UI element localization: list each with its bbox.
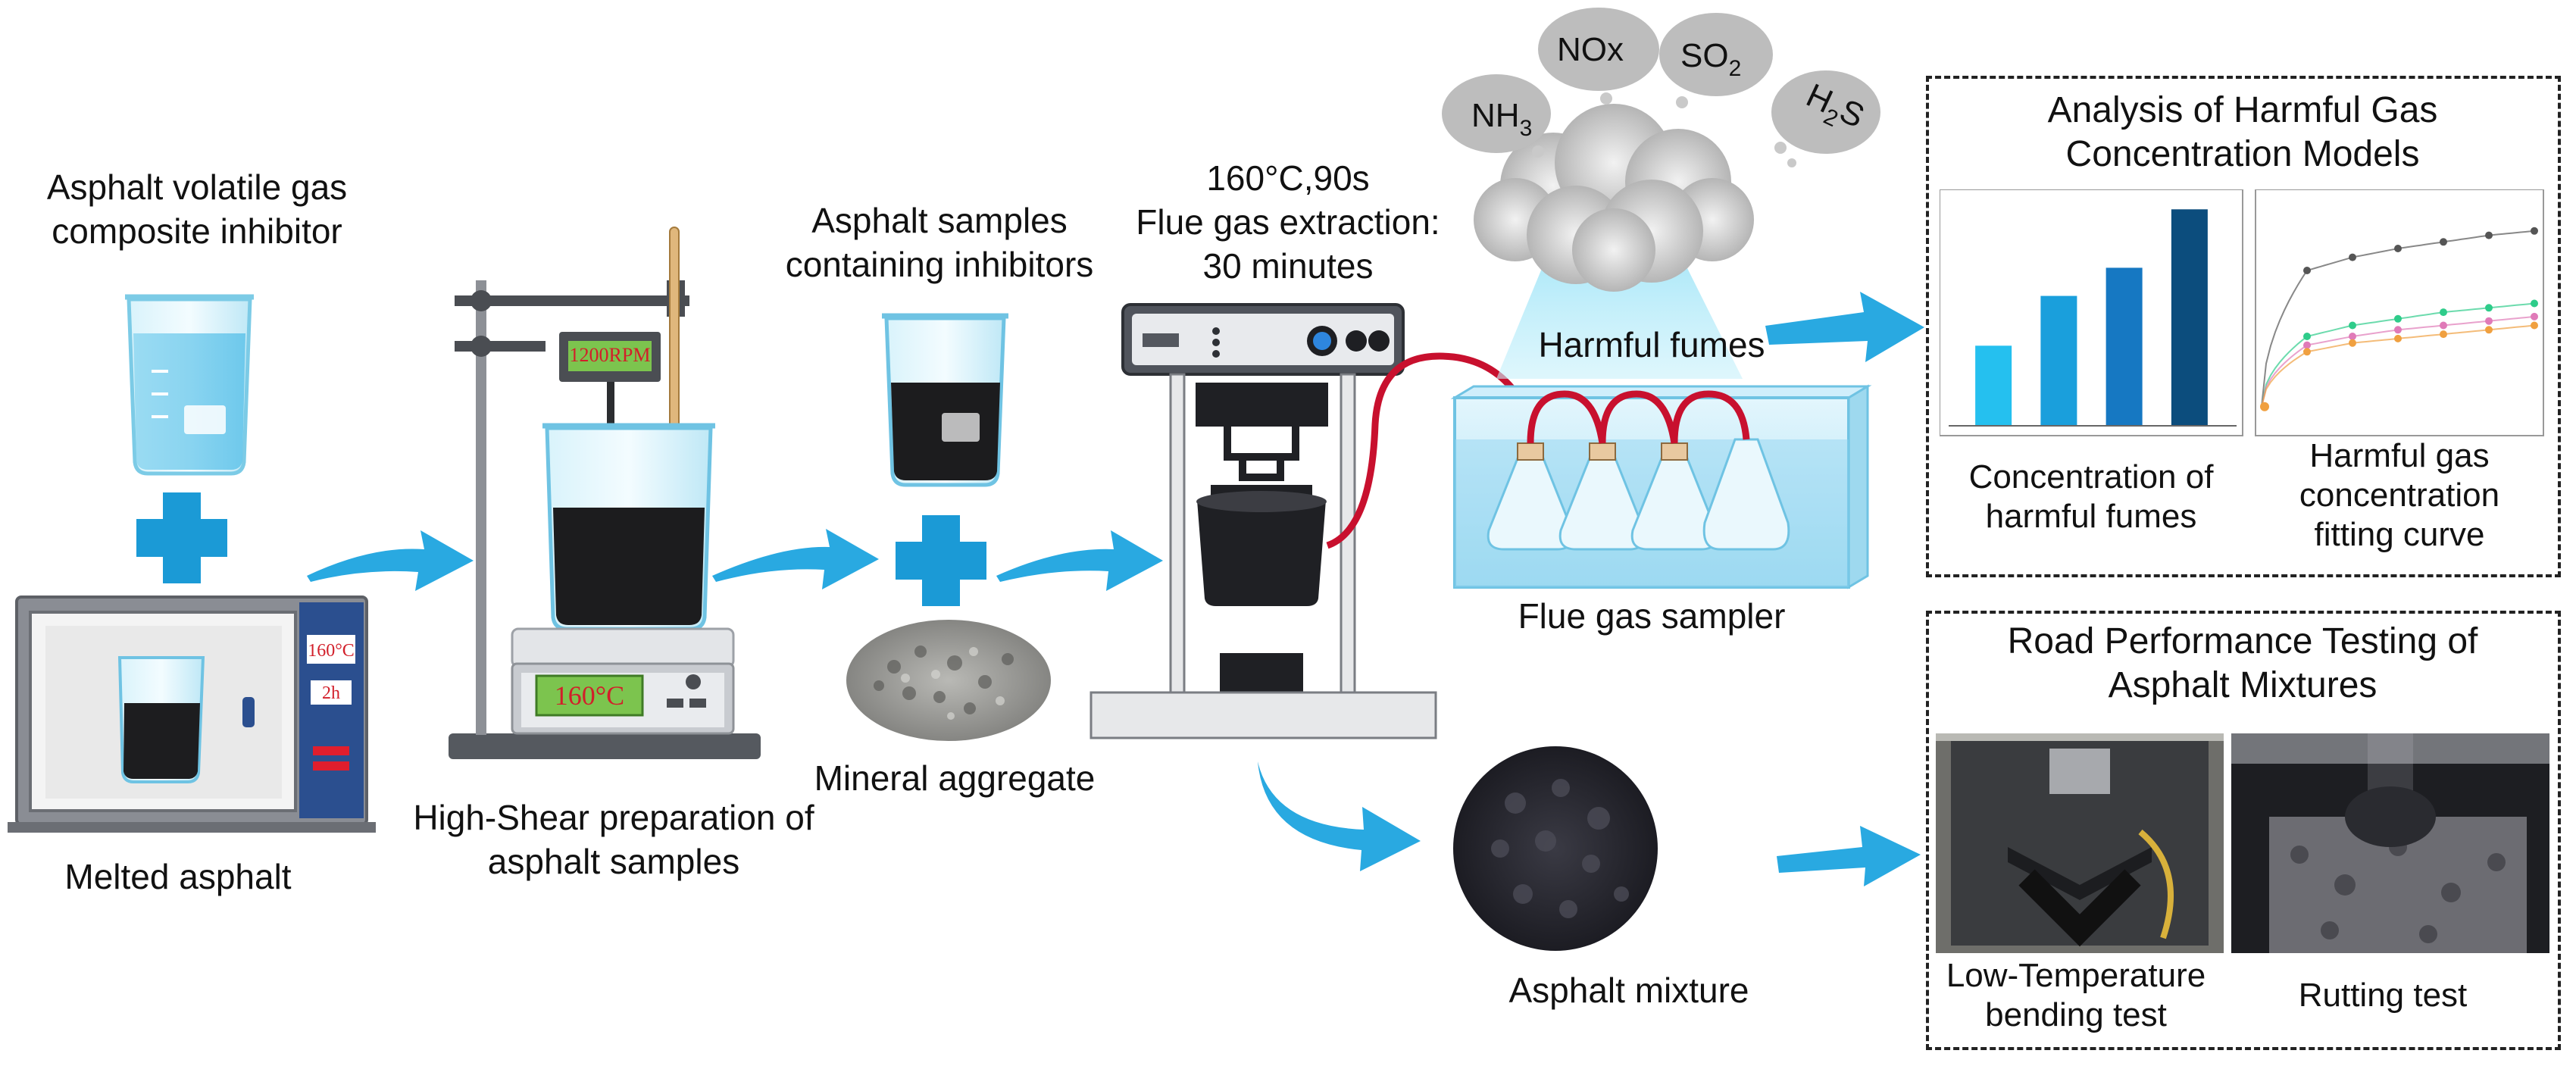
data-point [2394, 314, 2402, 323]
gas-nox: NOx [1557, 31, 1624, 68]
data-point [2394, 326, 2402, 334]
data-point [2303, 341, 2311, 349]
data-point [2349, 253, 2356, 261]
data-point [2485, 304, 2493, 312]
data-point [2531, 321, 2538, 330]
data-point [2349, 333, 2356, 340]
fitting-curve-panel [2255, 189, 2544, 436]
data-point [2440, 308, 2447, 317]
bar-1 [1975, 345, 2012, 426]
data-point [2303, 267, 2311, 274]
data-point [2394, 334, 2402, 342]
data-point [2349, 321, 2356, 330]
arrow-icon [712, 529, 879, 589]
data-point [2531, 299, 2538, 308]
analysis-box [1926, 76, 2561, 577]
oven-temp: 160°C [308, 641, 355, 661]
plus-icon [136, 492, 227, 583]
test-photos [1936, 733, 2549, 953]
data-point [2485, 231, 2493, 239]
data-point [2531, 312, 2538, 320]
arrow-icon [1765, 292, 1924, 362]
hotplate-temp: 160°C [555, 680, 624, 711]
flue-gas-sampler-icon [1450, 384, 1872, 589]
data-point [2485, 317, 2493, 325]
harmful-fumes-label: Harmful fumes [1538, 325, 1765, 364]
arrow-icon [1258, 761, 1421, 871]
analysis-charts [1940, 189, 2544, 436]
gas-bubbles [1442, 8, 1880, 167]
flue-gas-extractor-icon [1089, 303, 1437, 739]
bar-4 [2171, 209, 2208, 426]
data-point [2349, 339, 2356, 347]
flue-gas-sampler-label: Flue gas sampler [1518, 596, 1786, 636]
bar-chart-panel [1940, 189, 2243, 436]
melted-asphalt-label: Melted asphalt [64, 857, 292, 896]
aggregate-label: Mineral aggregate [814, 758, 1096, 798]
rutting-test-photo [2231, 733, 2549, 953]
gas-nh3: NH3 [1471, 97, 1532, 141]
data-point [2485, 326, 2493, 334]
arrow-icon [1777, 826, 1921, 886]
road-performance-box [1926, 611, 2561, 1050]
origin-point [2260, 402, 2269, 411]
oven-icon [8, 596, 376, 833]
data-point [2394, 245, 2402, 252]
data-point [2531, 227, 2538, 235]
harmful-fumes-cloud-icon [1474, 104, 1754, 379]
inhibitor-beaker-icon [125, 294, 254, 476]
data-point [2440, 330, 2447, 339]
oven-time: 2h [322, 683, 340, 703]
gas-so2: SO2 [1680, 37, 1741, 81]
data-point [2303, 333, 2311, 340]
mineral-aggregate-icon [846, 620, 1051, 741]
bar-2 [2040, 295, 2077, 426]
arrow-icon [996, 530, 1163, 591]
bending-test-photo [1936, 733, 2224, 953]
high-shear-mixer-icon [449, 227, 761, 759]
sample-beaker-icon [882, 313, 1008, 487]
arrow-icon [307, 530, 474, 591]
flow-arrows [307, 292, 1924, 886]
plus-icon [896, 515, 986, 606]
data-point [2303, 348, 2311, 356]
rutting-test-caption: Rutting test [2298, 977, 2468, 1014]
asphalt-mixture-icon [1453, 746, 1658, 951]
mixer-rpm: 1200RPM [570, 344, 651, 366]
data-point [2440, 321, 2447, 330]
asphalt-mixture-label: Asphalt mixture [1508, 971, 1749, 1010]
bar-3 [2106, 267, 2143, 426]
data-point [2440, 238, 2447, 246]
